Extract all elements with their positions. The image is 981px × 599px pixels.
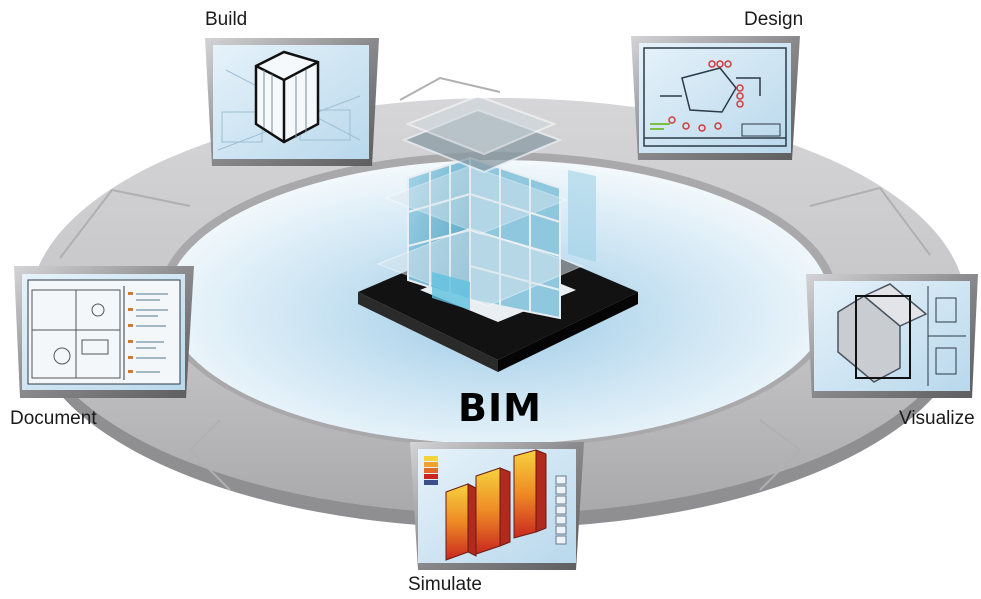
- visualize-panel: [806, 274, 978, 398]
- build-panel: [205, 38, 379, 166]
- stage-label-document: Document: [10, 408, 97, 429]
- bim-title: BIM: [458, 386, 542, 430]
- design-circuit-nodes: [668, 60, 744, 132]
- stage-label-visualize: Visualize: [899, 408, 975, 429]
- design-panel: [631, 36, 800, 160]
- simulate-panel: [410, 442, 584, 570]
- simulate-heat-towers: [445, 449, 547, 561]
- simulate-legend: [424, 456, 438, 485]
- simulate-toolbar: [555, 475, 567, 545]
- stage-label-design: Design: [744, 9, 804, 30]
- document-schedule-list: [123, 286, 168, 380]
- stage-label-build: Build: [205, 9, 248, 30]
- build-3d-tower: [254, 50, 320, 144]
- document-panel: [14, 266, 194, 398]
- bim-building-model: [358, 94, 638, 372]
- document-floor-plan: [31, 289, 121, 379]
- stage-label-simulate: Simulate: [408, 574, 482, 595]
